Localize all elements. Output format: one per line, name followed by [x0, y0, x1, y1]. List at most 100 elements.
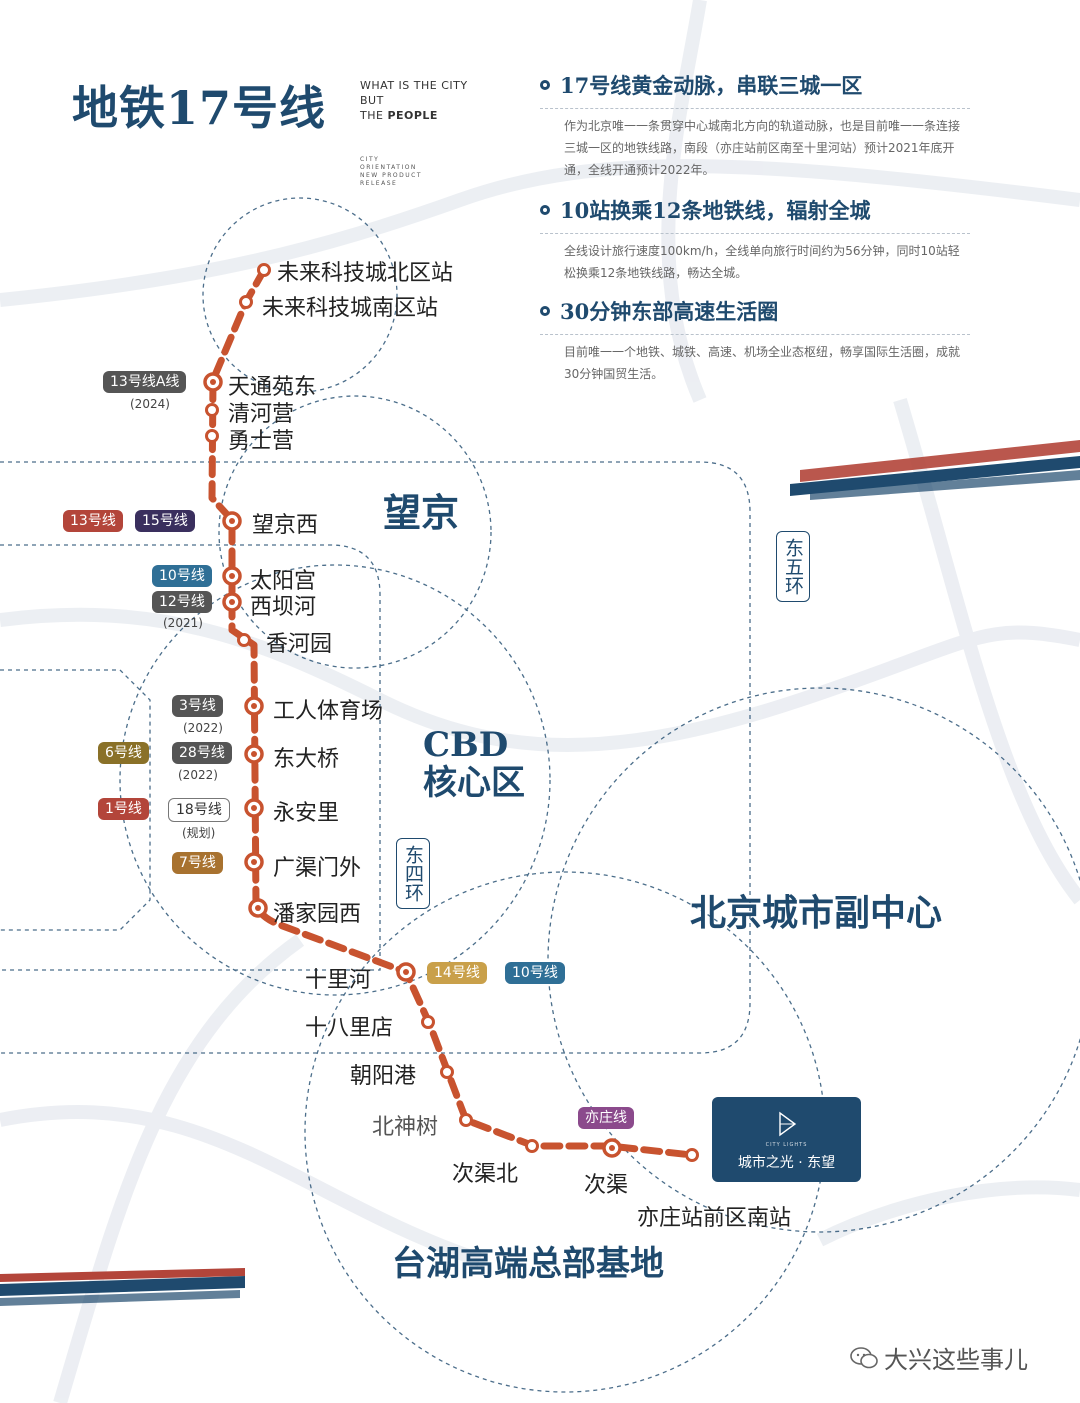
feature-block: 10站换乘12条地铁线，辐射全城 全线设计旅行速度100km/h，全线单向旅行时…	[540, 195, 970, 284]
transfer-station-core	[251, 703, 257, 709]
area-subcenter: 北京城市副中心	[690, 892, 943, 934]
station-label: 次渠北	[452, 1162, 519, 1187]
transfer-station-core	[229, 518, 235, 524]
transfer-year: (2022)	[178, 768, 218, 782]
area-wangjing: 望京	[383, 490, 460, 535]
feature-body: 目前唯一一个地铁、城铁、高速、机场全业态枢纽，畅享国际生活圈，成就30分钟国贸生…	[564, 345, 961, 381]
station-dot	[525, 1139, 539, 1153]
transfer-station-core	[255, 905, 261, 911]
project-logo: CITY LIGHTS 城市之光 · 东望	[712, 1097, 861, 1182]
area-cbd: CBD 核心区	[423, 726, 525, 802]
wechat-icon	[850, 1346, 878, 1368]
transfer-badge: 7号线	[172, 852, 223, 874]
tagline-small-line: ORIENTATION	[360, 164, 417, 171]
area-cbd-line: CBD	[423, 725, 509, 765]
station-label: 广渠门外	[273, 856, 362, 881]
tagline-line: THE PEOPLE	[360, 108, 468, 123]
area-taihu: 台湖高端总部基地	[392, 1244, 664, 1284]
watermark-text: 大兴这些事儿	[884, 1346, 1028, 1374]
feature-heading: 30分钟东部高速生活圈	[540, 296, 970, 335]
tagline-small-line: CITY	[360, 156, 380, 163]
transfer-badge: 亦庄线	[578, 1107, 634, 1129]
tagline-prefix: THE	[360, 109, 388, 122]
transfer-badge: 14号线	[427, 962, 487, 984]
station-label: 十八里店	[305, 1016, 394, 1041]
station-label: 次渠	[584, 1173, 629, 1198]
transfer-station-core	[210, 379, 216, 385]
transfer-badge: 10号线	[505, 962, 565, 984]
feature-title: 17号线黄金动脉，串联三城一区	[560, 73, 863, 98]
feature-block: 30分钟东部高速生活圈 目前唯一一个地铁、城铁、高速、机场全业态枢纽，畅享国际生…	[540, 296, 970, 385]
logo-subtitle: CITY LIGHTS	[765, 1142, 808, 1148]
tagline-small-line: RELEASE	[360, 180, 398, 187]
transfer-station-core	[229, 599, 235, 605]
station-label: 天通苑东	[228, 375, 317, 400]
ring-east5: 东五环	[776, 531, 810, 602]
station-label: 十里河	[305, 968, 372, 993]
transfer-station-core	[251, 805, 257, 811]
transfer-year: (规划)	[182, 826, 216, 840]
city-lights-logo-icon	[778, 1111, 796, 1137]
feature-heading: 17号线黄金动脉，串联三城一区	[540, 70, 970, 109]
transfer-station-core	[403, 969, 409, 975]
transfer-station-core	[251, 751, 257, 757]
transfer-badge: 18号线	[168, 798, 230, 822]
area-cbd-line: 核心区	[423, 763, 525, 803]
station-label: 未来科技城南区站	[262, 296, 439, 321]
transfer-year: (2021)	[163, 616, 203, 630]
station-label: 未来科技城北区站	[277, 261, 454, 286]
station-dot	[421, 1015, 435, 1029]
station-label: 西坝河	[250, 595, 317, 620]
station-label: 东大桥	[273, 747, 340, 772]
station-label: 太阳宫	[250, 569, 317, 594]
station-dot	[237, 633, 251, 647]
transfer-year: (2022)	[183, 721, 223, 735]
tagline-line: BUT	[360, 94, 384, 107]
transfer-badge: 10号线	[152, 565, 212, 587]
tagline-small: CITY ORIENTATION NEW PRODUCT RELEASE	[360, 156, 440, 188]
station-dot	[205, 429, 219, 443]
transfer-station-core	[229, 573, 235, 579]
transfer-badge: 3号线	[172, 695, 223, 717]
feature-body: 全线设计旅行速度100km/h，全线单向旅行时间约为56分钟，同时10站轻松换乘…	[564, 244, 960, 280]
logo-name: 城市之光 · 东望	[737, 1155, 836, 1171]
feature-block: 17号线黄金动脉，串联三城一区 作为北京唯一一条贯穿中心城南北方向的轨道动脉，也…	[540, 70, 970, 181]
page-title: 地铁17号线	[72, 81, 327, 135]
decor-stripes-right	[790, 440, 1080, 500]
feature-title: 10站换乘12条地铁线，辐射全城	[560, 198, 871, 223]
station-label: 亦庄站前区南站	[637, 1206, 792, 1231]
transfer-badge: 12号线	[152, 591, 212, 613]
station-dot	[257, 263, 271, 277]
station-label: 工人体育场	[273, 699, 384, 724]
station-label: 勇士营	[228, 429, 295, 454]
station-label: 永安里	[273, 801, 340, 826]
station-label: 清河营	[228, 402, 295, 427]
station-label: 北神树	[372, 1115, 439, 1140]
tagline-small-line: NEW PRODUCT	[360, 172, 422, 179]
transfer-badge: 28号线	[172, 742, 232, 764]
feature-title: 30分钟东部高速生活圈	[560, 299, 779, 324]
feature-heading: 10站换乘12条地铁线，辐射全城	[540, 195, 970, 234]
station-dot	[459, 1113, 473, 1127]
transfer-badge: 15号线	[135, 510, 195, 532]
transfer-year: (2024)	[130, 397, 170, 411]
transfer-station-core	[251, 859, 257, 865]
station-dot	[205, 403, 219, 417]
transfer-badge: 1号线	[98, 798, 149, 820]
bullet-icon	[540, 306, 550, 316]
transfer-station-core	[609, 1145, 615, 1151]
transfer-badge: 13号线	[63, 510, 123, 532]
station-dot	[685, 1148, 699, 1162]
station-label: 香河园	[266, 632, 333, 657]
feature-body: 作为北京唯一一条贯穿中心城南北方向的轨道动脉，也是目前唯一一条连接三城一区的地铁…	[564, 119, 961, 177]
decor-stripes-left	[0, 1268, 245, 1306]
station-label: 望京西	[252, 513, 319, 538]
transfer-badge: 6号线	[98, 742, 149, 764]
station-dot	[440, 1065, 454, 1079]
tagline-bold: PEOPLE	[387, 109, 438, 122]
tagline-line: WHAT IS THE CITY	[360, 79, 468, 92]
station-label: 朝阳港	[350, 1064, 417, 1089]
watermark: 大兴这些事儿	[850, 1340, 1028, 1375]
ring-east4: 东四环	[396, 838, 430, 909]
